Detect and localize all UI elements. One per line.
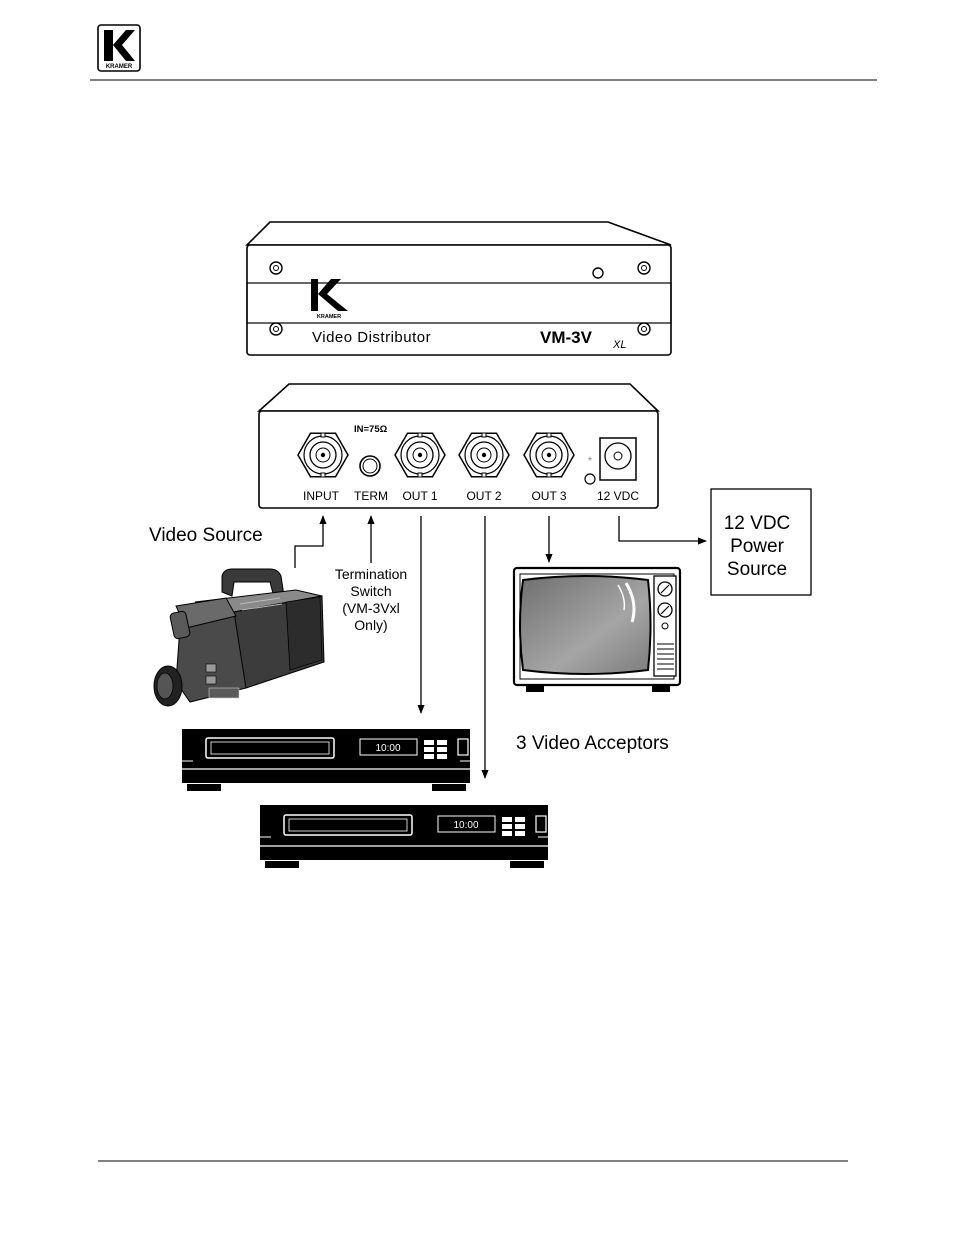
termination-line: Termination	[335, 566, 407, 582]
vcr-display: 10:00	[375, 743, 400, 754]
vcr-icon: 10:00	[182, 729, 470, 791]
polarity-icon	[585, 474, 595, 484]
front-panel: KRAMER Video Distributor VM-3V XL	[247, 222, 671, 355]
video-source-label: Video Source	[149, 525, 263, 546]
label-term: TERM	[354, 489, 388, 503]
power-source-line: Source	[727, 559, 787, 580]
television-icon	[514, 568, 680, 692]
cable-source-to-input	[295, 516, 323, 568]
power-source-line: 12 VDC	[724, 513, 791, 534]
front-brand-text: KRAMER	[317, 314, 341, 320]
power-jack-icon	[600, 438, 636, 480]
vcr-display: 10:00	[453, 820, 478, 831]
termination-line: (VM-3Vxl	[342, 600, 400, 616]
termination-switch-note: Termination Switch (VM-3Vxl Only)	[335, 566, 407, 633]
label-input: INPUT	[303, 489, 340, 503]
impedance-label: IN=75Ω	[354, 424, 388, 435]
camcorder-icon	[154, 569, 324, 706]
label-out1: OUT 1	[402, 489, 437, 503]
power-led-icon	[593, 268, 603, 278]
front-screw	[638, 262, 650, 274]
front-model-suffix: XL	[612, 339, 626, 351]
termination-line: Switch	[350, 583, 391, 599]
label-out3: OUT 3	[531, 489, 566, 503]
front-screw	[638, 323, 650, 335]
vcr-icon: 10:00	[260, 805, 548, 868]
power-source-box: 12 VDC Power Source	[711, 489, 811, 595]
termination-line: Only)	[354, 617, 387, 633]
label-12vdc: 12 VDC	[597, 489, 639, 503]
front-screw	[270, 323, 282, 335]
header-logo: KRAMER	[98, 25, 140, 71]
cable-power	[619, 516, 706, 541]
front-screw	[270, 262, 282, 274]
power-source-line: Power	[730, 536, 785, 557]
header-logo-text: KRAMER	[106, 64, 133, 70]
front-description: Video Distributor	[312, 329, 431, 346]
polarity-mark: +	[587, 454, 592, 464]
video-acceptors-label: 3 Video Acceptors	[516, 733, 669, 754]
front-model: VM-3V	[540, 328, 593, 347]
term-switch-icon	[360, 456, 380, 476]
rear-panel: IN=75Ω +	[259, 384, 658, 508]
label-out2: OUT 2	[466, 489, 501, 503]
